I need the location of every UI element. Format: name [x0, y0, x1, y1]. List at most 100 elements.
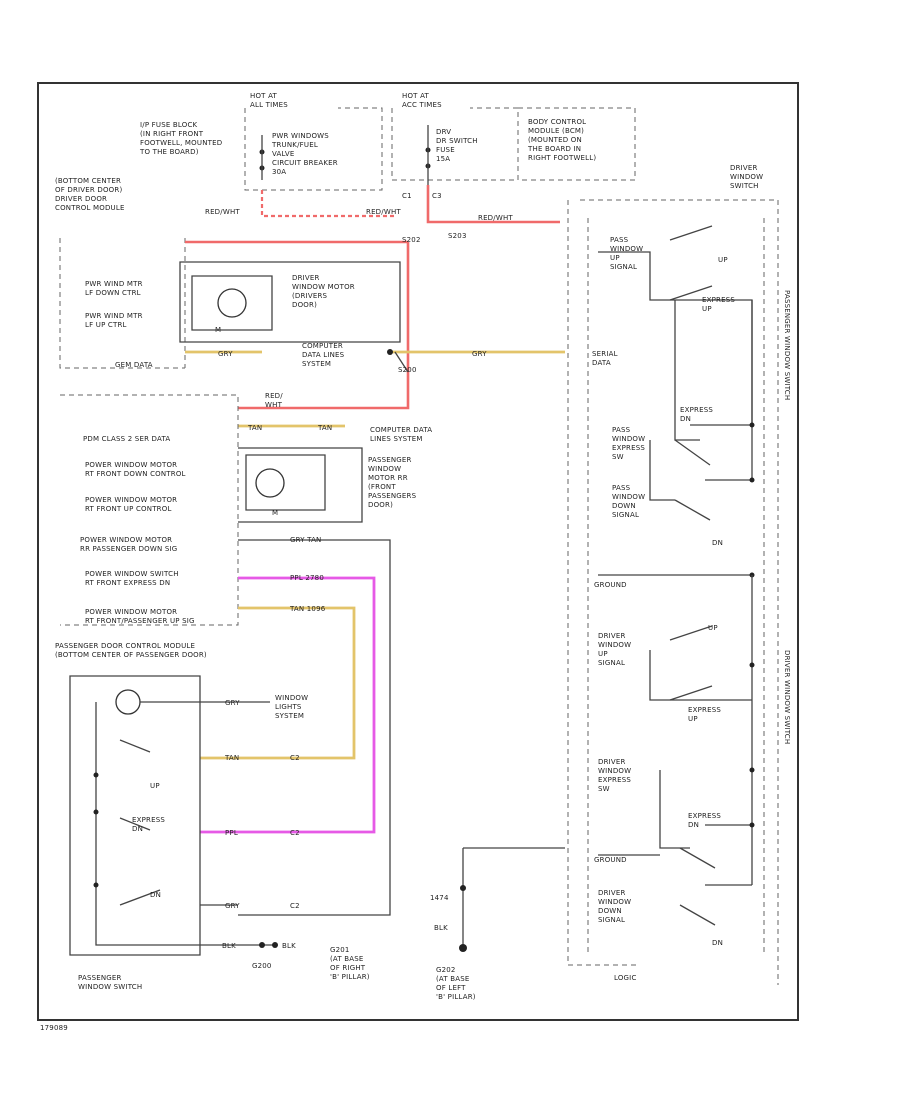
label-gry-1: GRY: [218, 350, 233, 358]
label-blk-2: BLK: [282, 942, 296, 950]
switch-pass-dn: [674, 499, 711, 521]
label-tan-1: TAN: [247, 424, 262, 432]
label-blk-3: BLK: [434, 924, 448, 932]
label-c2-redwht: RED/WHT: [265, 392, 283, 409]
label-c-1474: 1474: [430, 894, 449, 902]
label-m-2: M: [272, 509, 278, 517]
wire-gry-top: [238, 539, 391, 916]
label-c-tan: C2: [290, 754, 300, 762]
driver-motor-box: [179, 261, 401, 343]
label-up-2: UP: [718, 256, 728, 264]
label-gry-4: GRY: [225, 902, 240, 910]
fuse-box-acc: [391, 107, 519, 181]
label-logic: LOGIC: [614, 974, 637, 982]
pass-motor-box: [238, 447, 363, 523]
label-c3: C3: [432, 192, 442, 200]
driver-motor-symbol: [217, 288, 247, 318]
label-dn-1: DN: [150, 891, 161, 899]
wire-red-pass-module: [238, 242, 410, 410]
switch-pass-exp-up: [669, 285, 713, 301]
label-gry-tan: GRY TAN: [290, 536, 322, 544]
label-c1: C1: [402, 192, 412, 200]
label-side-1: PASSENGER WINDOW SWITCH: [783, 290, 791, 400]
label-redwht-3: RED/WHT: [478, 214, 513, 222]
label-up-3: UP: [708, 624, 718, 632]
passenger-module-box: [60, 394, 239, 626]
label-gry-3: GRY: [225, 699, 240, 707]
fuse-box-run: [244, 107, 383, 191]
bcm-box: [518, 107, 636, 181]
label-pwr-class2: PDM CLASS 2 SER DATA: [83, 435, 170, 443]
label-dn-2: DN: [712, 539, 723, 547]
label-s203: S203: [448, 232, 467, 240]
driver-module-box: [59, 238, 185, 369]
switch-pass-up: [669, 225, 713, 241]
label-blk-1: BLK: [222, 942, 236, 950]
driver-switch-box: [580, 199, 779, 985]
label-g200: G200: [252, 962, 272, 970]
label-gem-data: GEM DATA: [115, 361, 153, 369]
label-ppl-2: PPL: [225, 829, 238, 837]
label-m-1: M: [215, 326, 221, 334]
label-tan-2: TAN: [317, 424, 332, 432]
label-dn-3: DN: [712, 939, 723, 947]
label-ground-2: GROUND: [594, 856, 627, 864]
switch-pass-exp-dn: [674, 439, 711, 466]
label-footer: 179089: [40, 1024, 68, 1032]
switch-drv-dn: [679, 904, 716, 926]
label-up-1: UP: [150, 782, 160, 790]
wire-tan-pass: [200, 606, 356, 760]
label-c-ppl: C2: [290, 829, 300, 837]
driver-switch-left-edge: [567, 200, 640, 966]
wire-red-acc: [426, 185, 560, 224]
label-ground-1: GROUND: [594, 581, 627, 589]
label-redwht-2: RED/WHT: [366, 208, 401, 216]
switch-drv-exp-dn: [679, 847, 716, 869]
pass-motor-symbol: [255, 468, 285, 498]
label-pass-door-module: PASSENGER DOOR CONTROL MODULE(BOTTOM CEN…: [55, 642, 207, 659]
label-tan-blk: TAN 1096: [289, 605, 326, 613]
diagram-frame: [37, 82, 799, 1021]
wire-pink: [200, 576, 376, 834]
label-gry-2: GRY: [472, 350, 487, 358]
wire-red-run: [260, 190, 395, 218]
label-redwht-1: RED/WHT: [205, 208, 240, 216]
passenger-switch-box: [69, 675, 201, 956]
switch-lamp-symbol: [115, 689, 141, 715]
label-c-gry: C2: [290, 902, 300, 910]
label-side-2: DRIVER WINDOW SWITCH: [783, 650, 791, 744]
label-tan-3: TAN: [224, 754, 239, 762]
switch-drv-up: [669, 625, 713, 641]
